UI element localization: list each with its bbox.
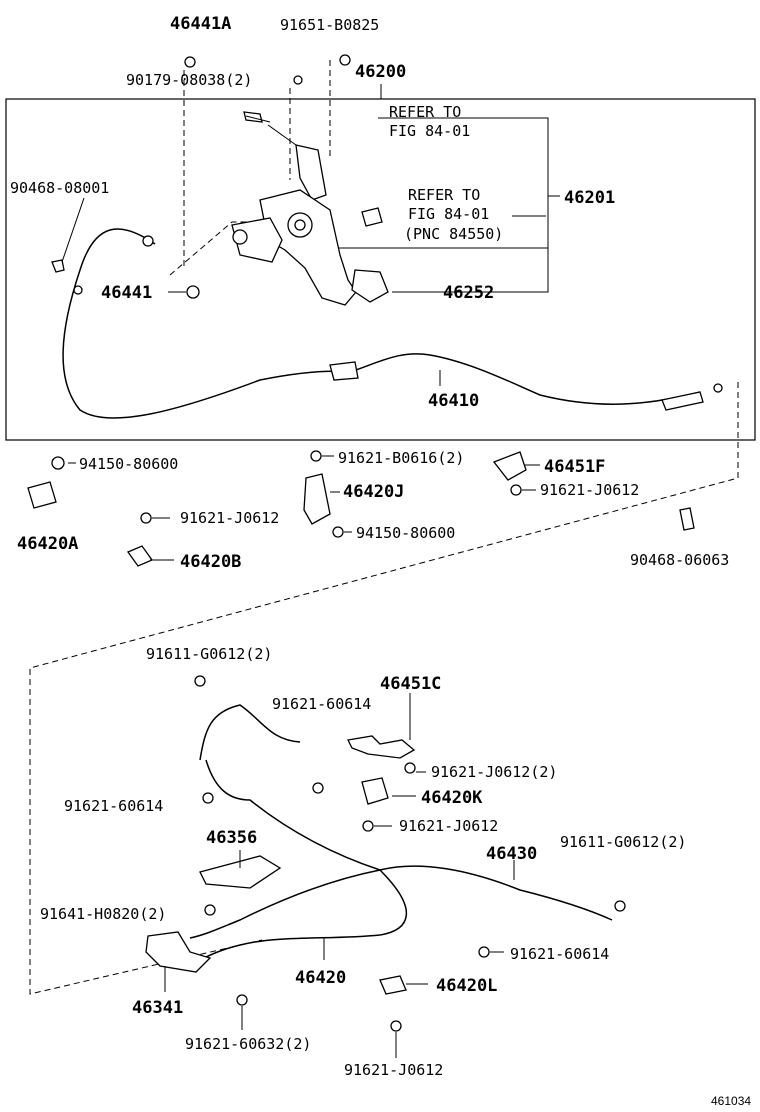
label-46420L: 46420L: [436, 976, 497, 996]
label-91641-H0820: 91641-H0820(2): [40, 905, 166, 923]
rear-cable-46430: [199, 704, 613, 921]
refer-note-lower-line1: REFER TO: [408, 186, 480, 204]
refer-note-lower-line3: (PNC 84550): [404, 225, 503, 243]
assembly-frame-46200: [5, 98, 756, 441]
label-46420J: 46420J: [343, 482, 404, 502]
label-46451F: 46451F: [544, 457, 605, 477]
label-90179-08038: 90179-08038(2): [126, 71, 252, 89]
middle-brackets: [27, 450, 695, 567]
label-94150-80600-a: 94150-80600: [79, 455, 178, 473]
lower-brackets: [145, 675, 626, 1032]
label-46420K: 46420K: [421, 788, 483, 808]
label-91621-60614-a: 91621-60614: [272, 695, 371, 713]
label-91621-J0612-a: 91621-J0612: [540, 481, 639, 499]
label-94150-80600-b: 94150-80600: [356, 524, 455, 542]
label-91621-J0612-d: 91621-J0612: [399, 817, 498, 835]
nut-46441-icon: [186, 285, 200, 299]
label-46356: 46356: [206, 828, 257, 848]
label-46252: 46252: [443, 283, 494, 303]
refer-note-lower-line2: FIG 84-01: [408, 205, 489, 223]
refer-note-upper-line1: REFER TO: [389, 103, 461, 121]
label-90468-08001: 90468-08001: [10, 179, 109, 197]
label-90468-06063: 90468-06063: [630, 551, 729, 569]
label-91611-G0612-b: 91611-G0612(2): [560, 833, 686, 851]
label-91651-B0825: 91651-B0825: [280, 16, 379, 34]
label-91621-J0612-c: 91621-J0612(2): [431, 763, 557, 781]
label-46441A: 46441A: [170, 14, 231, 34]
label-46410: 46410: [428, 391, 479, 411]
rear-cable-46420: [199, 869, 408, 961]
label-46441: 46441: [101, 283, 152, 303]
refer-note-upper-line2: FIG 84-01: [389, 122, 470, 140]
bolt-icon: [184, 56, 196, 68]
parking-brake-lever-assembly: [231, 111, 389, 306]
bolt-icon: [339, 54, 351, 66]
leader-lines: [61, 197, 540, 1058]
label-91621-B0616: 91621-B0616(2): [338, 449, 464, 467]
label-46201: 46201: [564, 188, 615, 208]
label-91611-G0612-a: 91611-G0612(2): [146, 645, 272, 663]
label-46420: 46420: [295, 968, 346, 988]
parking-brake-cable-46410: [62, 228, 701, 419]
label-46420A: 46420A: [17, 534, 78, 554]
figure-number: 461034: [711, 1094, 751, 1108]
label-91621-60614-c: 91621-60614: [510, 945, 609, 963]
label-91621-60632: 91621-60632(2): [185, 1035, 311, 1053]
label-91621-J0612-e: 91621-J0612: [344, 1061, 443, 1079]
label-46430: 46430: [486, 844, 537, 864]
label-91621-60614-b: 91621-60614: [64, 797, 163, 815]
cable-connection-dashed: [29, 382, 739, 995]
label-46420B: 46420B: [180, 552, 241, 572]
label-91621-J0612-b: 91621-J0612: [180, 509, 279, 527]
clip-icon: [51, 259, 65, 273]
bolt-icon: [293, 75, 303, 85]
label-46451C: 46451C: [380, 674, 441, 694]
label-46341: 46341: [132, 998, 183, 1018]
label-46200: 46200: [355, 62, 406, 82]
